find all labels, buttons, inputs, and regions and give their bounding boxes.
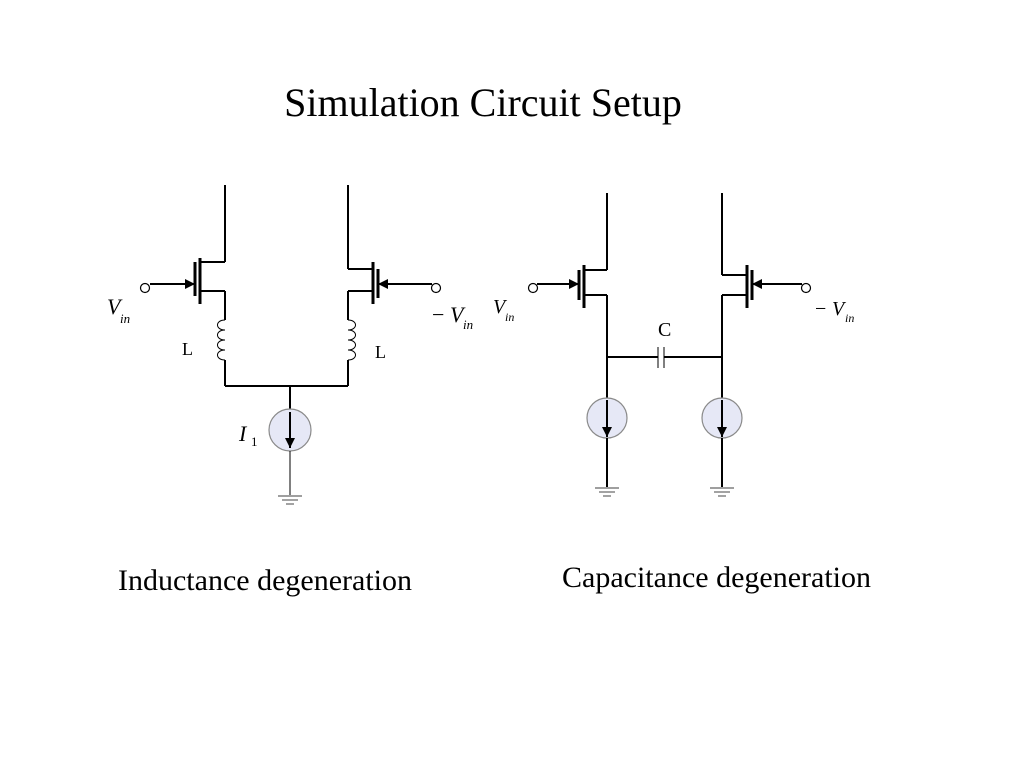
- vin-symbol: V: [450, 302, 466, 327]
- slide-title: Simulation Circuit Setup: [284, 80, 682, 125]
- vin-subscript: in: [120, 311, 130, 326]
- vin-subscript: in: [845, 311, 854, 325]
- capacitor-label: C: [658, 319, 671, 341]
- neg-sign: −: [815, 298, 826, 320]
- current-source-i1: [268, 408, 312, 452]
- vin-subscript: in: [505, 310, 514, 324]
- capacitance-degeneration-circuit: V in − V in C: [493, 193, 854, 497]
- caption-inductance-degeneration: Inductance degeneration: [118, 564, 413, 597]
- capacitor-c: [607, 347, 722, 368]
- inductor-right-label: L: [375, 342, 386, 362]
- left-transistor-m1: [139, 185, 226, 320]
- vin-subscript: in: [463, 317, 473, 332]
- label-neg-vin-right: − V in: [815, 298, 854, 325]
- label-neg-vin-left: − V in: [432, 302, 473, 332]
- right-transistor-m4: [721, 193, 812, 357]
- label-vin-right: V in: [493, 296, 514, 324]
- vin-symbol: V: [832, 298, 847, 320]
- inductor-left-label: L: [182, 339, 193, 359]
- input-terminal-vin-left: [139, 282, 151, 294]
- input-terminal-vin-neg-right: [800, 282, 812, 294]
- left-transistor-m3: [527, 193, 608, 357]
- caption-capacitance-degeneration: Capacitance degeneration: [562, 561, 871, 594]
- vin-symbol: V: [107, 294, 123, 319]
- vin-symbol: V: [493, 296, 508, 318]
- inductor-left: [217, 319, 226, 386]
- input-terminal-vin-right: [527, 282, 539, 294]
- ground-icon: [710, 487, 734, 497]
- inductor-right: [347, 319, 356, 386]
- input-terminal-vin-neg-left: [430, 282, 442, 294]
- current-source-left: [586, 397, 628, 439]
- ground-icon: [278, 495, 302, 505]
- neg-sign: −: [432, 302, 444, 327]
- current-subscript: 1: [251, 434, 258, 449]
- inductance-degeneration-circuit: V in − V in L L I 1: [107, 185, 473, 505]
- label-vin-left: V in: [107, 294, 130, 326]
- current-source-right: [701, 397, 743, 439]
- right-transistor-m2: [347, 185, 442, 320]
- label-i1: I 1: [238, 421, 258, 449]
- ground-icon: [595, 487, 619, 497]
- current-symbol: I: [238, 421, 248, 446]
